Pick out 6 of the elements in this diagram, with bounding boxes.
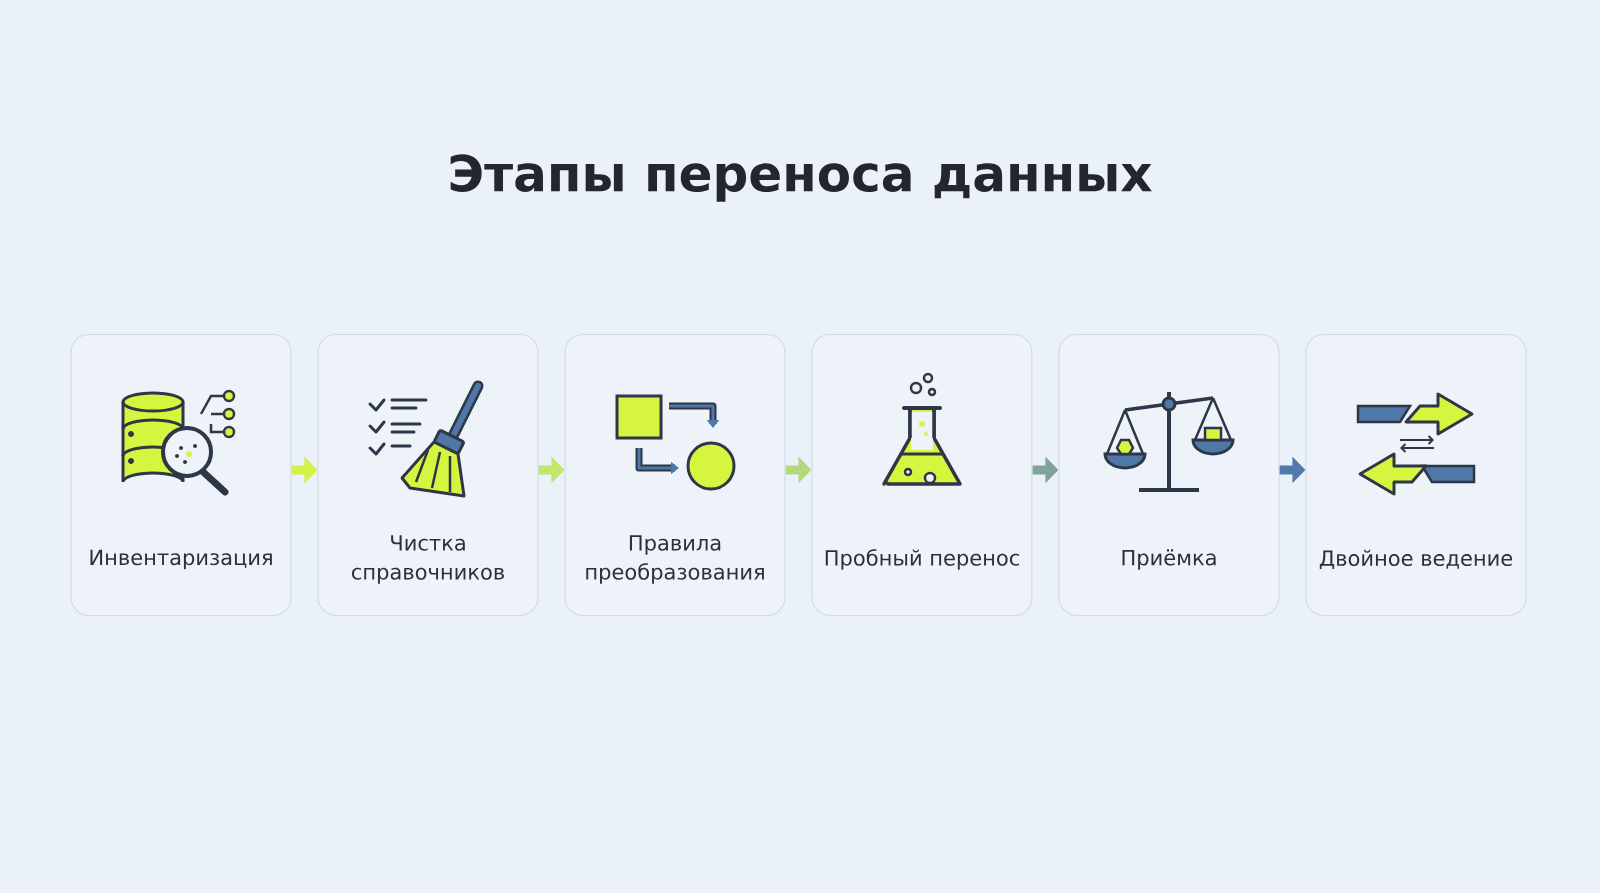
title: Этапы переноса данных: [450, 154, 1152, 202]
step-card: Чистка справочников: [317, 333, 539, 617]
step-card: Пробный перенос: [811, 333, 1033, 617]
step-card: Двойное ведение: [1305, 333, 1527, 617]
step-card: Правила преобразования: [564, 333, 786, 617]
step-card: Приёмка: [1058, 333, 1280, 617]
